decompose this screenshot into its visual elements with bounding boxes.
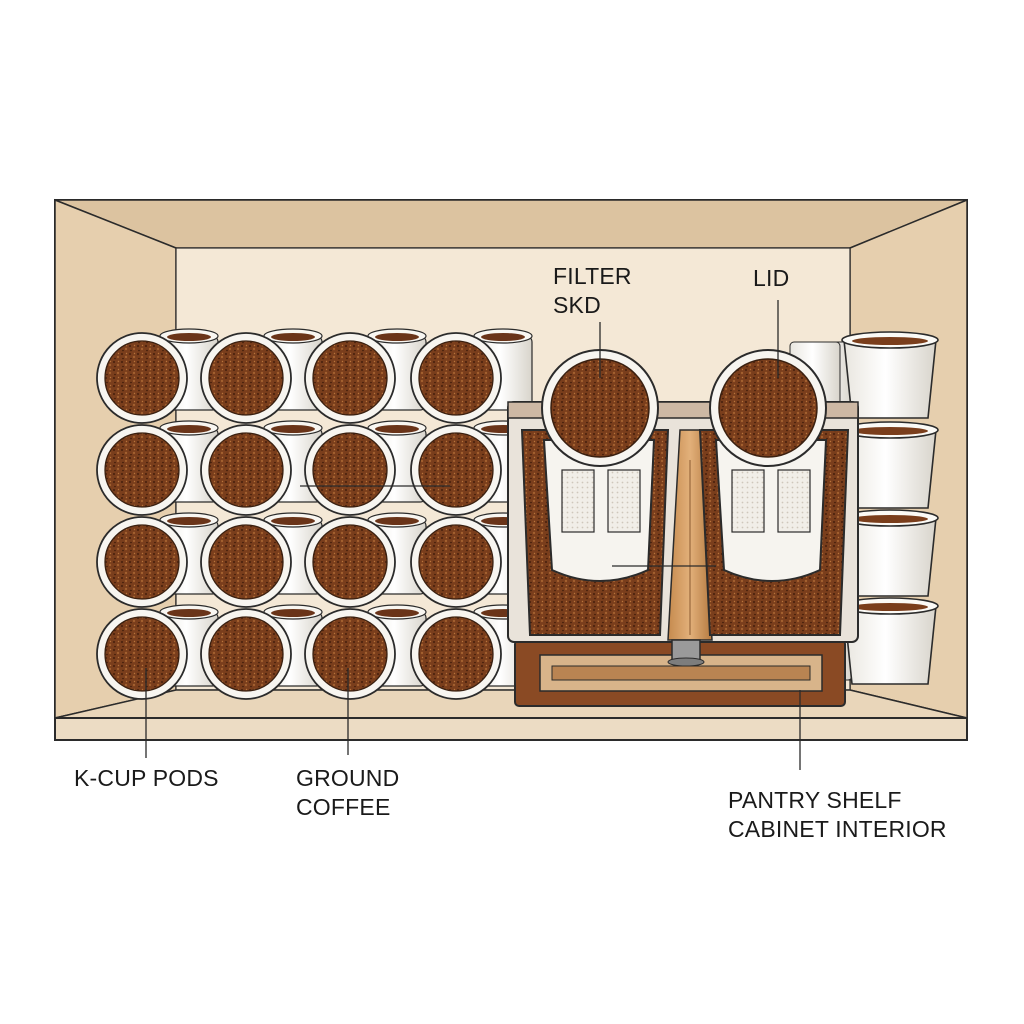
lid-label: LID [753,264,789,293]
drain-spout [671,639,701,661]
k-cup-pod [304,328,427,424]
k-cup-pod [96,328,219,424]
left-filter-mesh-1 [561,469,595,533]
ground-coffee-label-line-2: COFFEE [296,793,391,820]
left-filter-mesh-2 [607,469,641,533]
k-cup-pods-label-text: K-CUP PODS [74,765,219,791]
k-cup-pod [200,420,323,516]
pantry-shelf-label-line-1: PANTRY SHELF [728,787,902,813]
left-lid [541,349,659,467]
k-cup-pod [200,604,323,700]
k-cup-pod [96,512,219,608]
filter-label-line-2: SKD [553,291,601,318]
leader-lines [145,300,801,770]
ground-coffee-label: GROUND COFFEE [296,764,399,822]
right-filter-mesh-1 [731,469,765,533]
right-filter-mesh-2 [777,469,811,533]
cabinet-shelf-edge [54,717,968,741]
pantry-shelf-label-line-2: CABINET INTERIOR [728,815,947,842]
k-cup-pods-label: K-CUP PODS [74,764,219,793]
k-cup-pod [96,604,219,700]
k-cup-pod [200,512,323,608]
brewer-cross-section [507,349,859,707]
k-cup-pod [304,512,427,608]
cabinet-top-panel [54,199,968,249]
k-cup-pod [96,420,219,516]
pantry-shelf-label: PANTRY SHELF CABINET INTERIOR [728,786,947,844]
filter-label: FILTER SKD [553,262,632,320]
right-lid [709,349,827,467]
k-cup-pod [304,420,427,516]
k-cup-pod [304,604,427,700]
filter-label-line-1: FILTER [553,263,632,289]
k-cup-pod [200,328,323,424]
lid-label-text: LID [753,265,790,291]
k-cup-pod [410,328,533,424]
ground-coffee-label-line-1: GROUND [296,765,400,791]
